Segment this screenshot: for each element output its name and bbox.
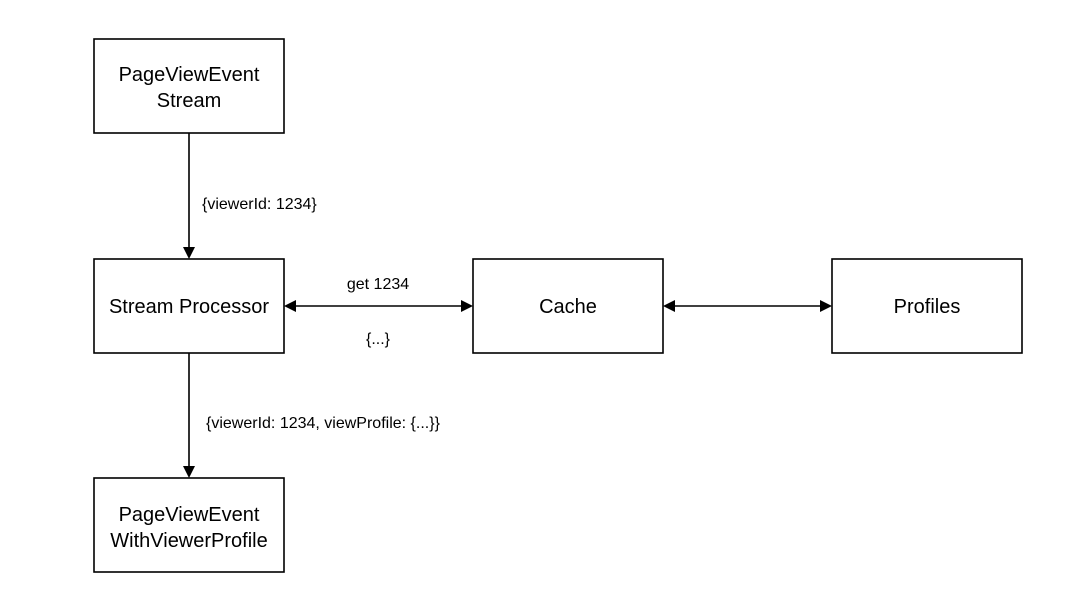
edge-label-enriched-payload: {viewerId: 1234, viewProfile: {...}} — [206, 415, 441, 432]
node-pageview-event-with-viewer-profile: PageViewEvent WithViewerProfile — [93, 477, 285, 573]
node-pageview-event-with-viewer-profile-line2: WithViewerProfile — [110, 530, 267, 552]
edge-cache-profiles — [663, 300, 832, 312]
node-pageview-event-stream-line2: Stream — [157, 90, 221, 112]
edge-label-viewer-id: {viewerId: 1234} — [202, 196, 317, 213]
edge-label-cache-response: {...} — [366, 331, 391, 348]
node-cache-label: Cache — [539, 296, 597, 318]
node-pageview-event-with-viewer-profile-line1: PageViewEvent — [119, 504, 260, 526]
arrowhead-down-icon — [183, 466, 195, 478]
arrowhead-down-icon — [183, 247, 195, 259]
edge-processor-cache — [284, 300, 473, 312]
node-cache: Cache — [472, 258, 664, 354]
node-profiles-label: Profiles — [894, 296, 961, 318]
node-stream-processor-label: Stream Processor — [109, 296, 269, 318]
node-profiles: Profiles — [831, 258, 1023, 354]
arrowhead-right-icon — [461, 300, 473, 312]
arrowhead-left-icon — [284, 300, 296, 312]
edge-stream-to-processor — [183, 133, 195, 259]
node-pageview-event-stream-line1: PageViewEvent — [119, 64, 260, 86]
arrowhead-left-icon — [663, 300, 675, 312]
edge-processor-to-output — [183, 353, 195, 478]
arrowhead-right-icon — [820, 300, 832, 312]
node-stream-processor: Stream Processor — [93, 258, 285, 354]
edge-label-get-request: get 1234 — [347, 276, 409, 293]
node-pageview-event-stream: PageViewEvent Stream — [93, 38, 285, 134]
